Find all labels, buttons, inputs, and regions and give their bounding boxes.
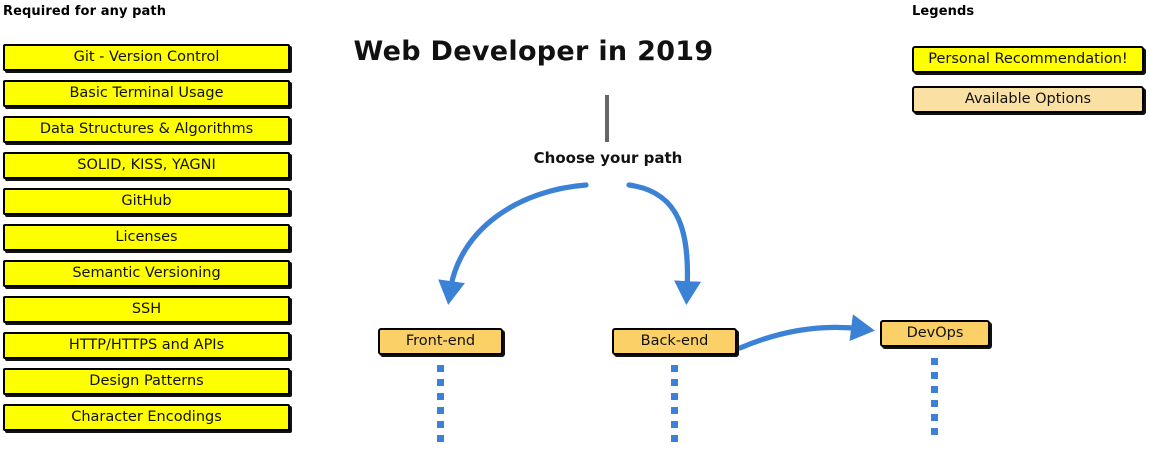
required-item-label: Data Structures & Algorithms <box>39 121 254 138</box>
trail-dot <box>437 407 444 414</box>
path-box-label: DevOps <box>906 325 964 342</box>
trail-dot <box>671 379 678 386</box>
trail-dot <box>437 421 444 428</box>
trail-dot <box>931 386 938 393</box>
dotted-trail-frontend <box>437 365 444 449</box>
trail-dot <box>931 414 938 421</box>
required-item-character-encodings[interactable]: Character Encodings <box>3 404 290 431</box>
required-item-design-patterns[interactable]: Design Patterns <box>3 368 290 395</box>
trail-dot <box>671 393 678 400</box>
required-item-github[interactable]: GitHub <box>3 188 290 215</box>
required-item-label: SOLID, KISS, YAGNI <box>77 157 216 174</box>
required-item-label: Basic Terminal Usage <box>69 85 224 102</box>
trail-dot <box>671 365 678 372</box>
required-column-heading: Required for any path <box>3 4 167 19</box>
trail-dot <box>931 428 938 435</box>
legend-available-options: Available Options <box>912 86 1144 113</box>
page-title-text: Web Developer in 2019 <box>353 36 714 67</box>
trail-dot <box>671 421 678 428</box>
required-column: Git - Version Control Basic Terminal Usa… <box>3 44 290 440</box>
required-item-ssh[interactable]: SSH <box>3 296 290 323</box>
arrow-choose-to-backend <box>626 182 702 305</box>
trail-dot <box>671 407 678 414</box>
path-box-devops[interactable]: DevOps <box>880 320 990 347</box>
required-item-label: GitHub <box>121 193 172 210</box>
trail-dot <box>437 435 444 442</box>
dotted-trail-backend <box>671 365 678 449</box>
required-item-terminal[interactable]: Basic Terminal Usage <box>3 80 290 107</box>
required-item-solid-kiss-yagni[interactable]: SOLID, KISS, YAGNI <box>3 152 290 179</box>
required-item-licenses[interactable]: Licenses <box>3 224 290 251</box>
required-item-http-apis[interactable]: HTTP/HTTPS and APIs <box>3 332 290 359</box>
required-item-label: Git - Version Control <box>73 49 220 66</box>
trail-dot <box>931 400 938 407</box>
trail-dot <box>931 372 938 379</box>
trail-dot <box>437 365 444 372</box>
required-item-label: Semantic Versioning <box>72 265 221 282</box>
required-item-label: HTTP/HTTPS and APIs <box>68 337 225 354</box>
required-item-label: Licenses <box>115 229 178 246</box>
title-stem-line <box>605 95 609 142</box>
arrow-backend-to-devops <box>737 314 875 351</box>
required-item-label: SSH <box>131 301 162 318</box>
required-item-label: Design Patterns <box>89 373 204 390</box>
legend-label: Personal Recommendation! <box>928 51 1128 68</box>
trail-dot <box>671 435 678 442</box>
legend-personal-recommendation: Personal Recommendation! <box>912 46 1144 73</box>
path-box-frontend[interactable]: Front-end <box>378 328 503 355</box>
path-box-backend[interactable]: Back-end <box>612 328 737 355</box>
trail-dot <box>437 379 444 386</box>
required-item-data-structures[interactable]: Data Structures & Algorithms <box>3 116 290 143</box>
dotted-trail-devops <box>931 358 938 442</box>
arrow-choose-to-frontend <box>438 182 589 305</box>
path-box-label: Back-end <box>640 333 709 350</box>
trail-dot <box>931 358 938 365</box>
required-item-semantic-versioning[interactable]: Semantic Versioning <box>3 260 290 287</box>
required-item-git[interactable]: Git - Version Control <box>3 44 290 71</box>
trail-dot <box>437 393 444 400</box>
path-box-label: Front-end <box>405 333 476 350</box>
legends-heading: Legends <box>912 4 975 19</box>
required-item-label: Character Encodings <box>71 409 222 426</box>
choose-path-label: Choose your path <box>533 149 683 167</box>
legend-label: Available Options <box>964 91 1092 108</box>
